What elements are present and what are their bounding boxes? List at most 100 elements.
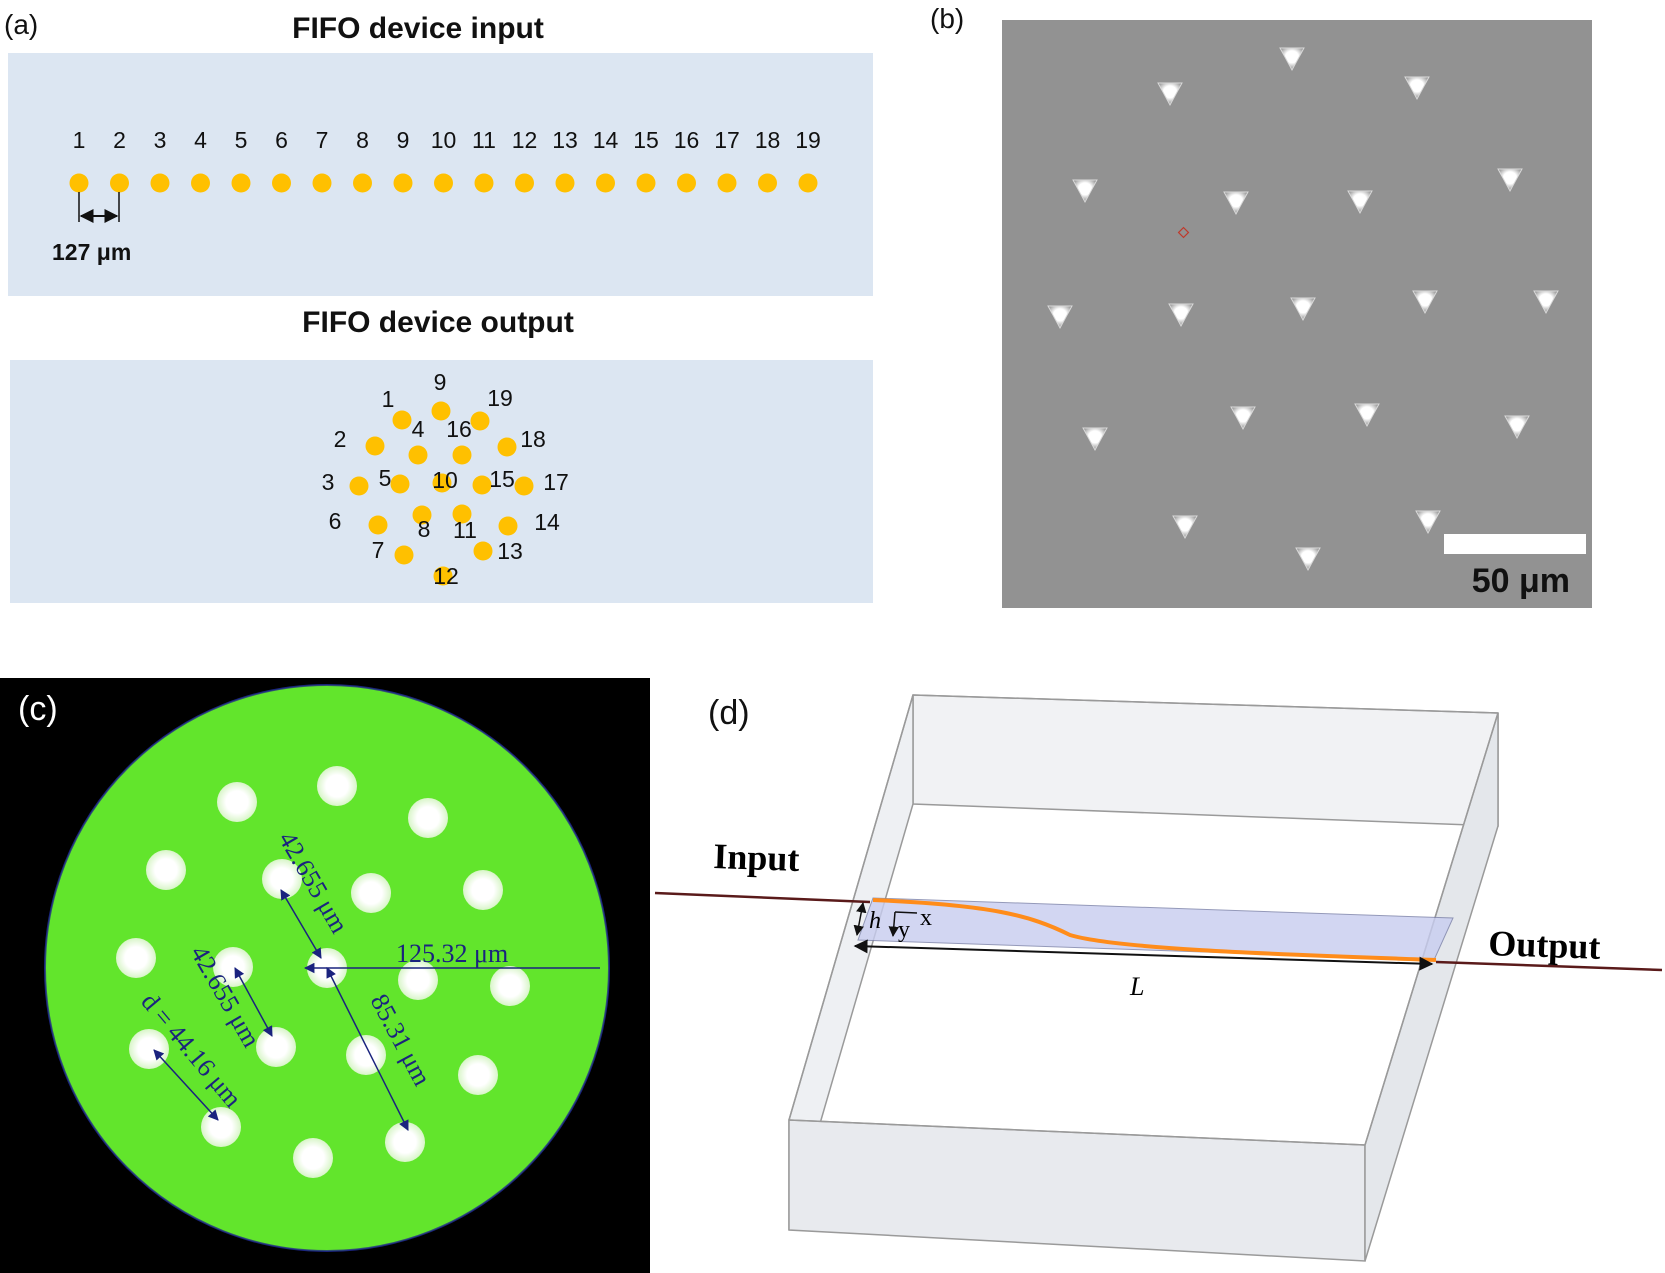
sem-core bbox=[1279, 47, 1305, 72]
fiber-core bbox=[385, 1122, 425, 1162]
fiber-core bbox=[201, 1107, 241, 1147]
input-port-number: 8 bbox=[356, 127, 369, 153]
input-core bbox=[758, 173, 777, 193]
panel-d-label: (d) bbox=[708, 694, 750, 732]
output-port-number: 10 bbox=[432, 467, 458, 493]
output-core bbox=[497, 437, 517, 457]
output-port-number: 13 bbox=[497, 538, 523, 564]
sem-core bbox=[1223, 191, 1249, 216]
output-core bbox=[365, 436, 385, 456]
panel-b-label: (b) bbox=[930, 3, 964, 34]
input-port-number: 10 bbox=[431, 127, 457, 153]
input-port-number: 5 bbox=[235, 127, 248, 153]
sem-core bbox=[1168, 303, 1194, 328]
output-core bbox=[514, 476, 534, 496]
sem-core bbox=[1072, 179, 1098, 204]
sem-core bbox=[1415, 510, 1441, 535]
sem-core bbox=[1504, 415, 1530, 440]
h-label: h bbox=[869, 908, 881, 934]
block-top-back-edge bbox=[912, 694, 1499, 714]
fiber-core bbox=[351, 873, 391, 913]
sem-core bbox=[1347, 190, 1373, 215]
output-port-number: 8 bbox=[418, 516, 431, 542]
input-core bbox=[231, 173, 251, 193]
input-core bbox=[474, 173, 494, 193]
output-core bbox=[452, 445, 472, 465]
output-port-number: 18 bbox=[520, 426, 546, 452]
output-port-number: 9 bbox=[434, 369, 447, 395]
sem-core bbox=[1290, 297, 1316, 322]
y-label: y bbox=[898, 917, 910, 943]
x-label: x bbox=[920, 905, 932, 931]
panel-c-label: (c) bbox=[18, 690, 58, 728]
output-core bbox=[394, 545, 414, 565]
scale-bar bbox=[1444, 534, 1586, 554]
sem-core bbox=[1412, 290, 1438, 315]
panel-b: (b) 50 μm bbox=[930, 3, 1592, 608]
output-core bbox=[498, 516, 518, 536]
sem-core bbox=[1295, 547, 1321, 572]
input-core bbox=[434, 173, 453, 193]
output-port-number: 16 bbox=[446, 416, 472, 442]
sem-core bbox=[1404, 76, 1430, 101]
input-port-number: 1 bbox=[73, 127, 86, 153]
input-core bbox=[110, 173, 129, 193]
input-port-number: 13 bbox=[552, 127, 578, 153]
input-port-number: 6 bbox=[275, 127, 288, 153]
input-port-number: 4 bbox=[194, 127, 207, 153]
length-label: L bbox=[1129, 972, 1144, 1001]
input-core bbox=[636, 173, 656, 193]
fiber-core bbox=[317, 766, 357, 806]
output-port-number: 14 bbox=[534, 509, 560, 535]
input-title: FIFO device input bbox=[292, 12, 544, 45]
output-port-number: 12 bbox=[433, 563, 459, 589]
sem-image bbox=[1002, 20, 1592, 608]
fiber-core bbox=[116, 938, 156, 978]
output-core bbox=[408, 445, 428, 465]
input-port-number: 16 bbox=[674, 127, 700, 153]
output-core bbox=[392, 410, 412, 430]
output-port-number: 2 bbox=[334, 426, 347, 452]
panel-a-label: (a) bbox=[4, 9, 38, 40]
input-core bbox=[596, 173, 615, 193]
output-port-number: 11 bbox=[453, 517, 477, 543]
sem-core bbox=[1497, 168, 1523, 193]
sem-core bbox=[1157, 82, 1183, 107]
fiber-core bbox=[146, 850, 186, 890]
input-port-number: 11 bbox=[472, 127, 496, 153]
input-port-number: 18 bbox=[755, 127, 781, 153]
input-port-number: 2 bbox=[113, 127, 126, 153]
input-core bbox=[555, 173, 575, 193]
block-top-left-edge bbox=[788, 694, 914, 1121]
input-core bbox=[717, 173, 737, 193]
sem-marker bbox=[1177, 226, 1190, 239]
input-core bbox=[191, 173, 210, 193]
input-port-number: 12 bbox=[512, 127, 538, 153]
output-core bbox=[390, 474, 410, 494]
pitch-label: 127 μm bbox=[52, 239, 131, 265]
dim-label-radius: 125.32 μm bbox=[396, 939, 508, 968]
dim-line-double bbox=[326, 967, 409, 1131]
output-port-number: 4 bbox=[412, 416, 425, 442]
scale-bar-label: 50 μm bbox=[1472, 562, 1570, 600]
y-axis-arrow bbox=[888, 911, 900, 938]
h-arrow bbox=[853, 901, 867, 937]
output-port-number: 17 bbox=[543, 469, 569, 495]
input-fiber bbox=[654, 891, 871, 904]
sem-core bbox=[1172, 515, 1198, 540]
output-core bbox=[433, 566, 453, 586]
sem-core bbox=[1533, 290, 1559, 315]
length-arrow bbox=[853, 939, 1434, 971]
input-core bbox=[312, 173, 332, 193]
dim-line-pitch-2 bbox=[234, 967, 273, 1037]
input-core bbox=[150, 173, 170, 193]
output-port-number: 15 bbox=[489, 466, 515, 492]
input-core bbox=[515, 173, 534, 193]
output-port-number: 5 bbox=[379, 465, 392, 491]
input-core bbox=[677, 173, 696, 193]
output-core bbox=[470, 411, 490, 431]
output-fiber bbox=[1435, 960, 1663, 972]
fiber-core bbox=[408, 798, 448, 838]
